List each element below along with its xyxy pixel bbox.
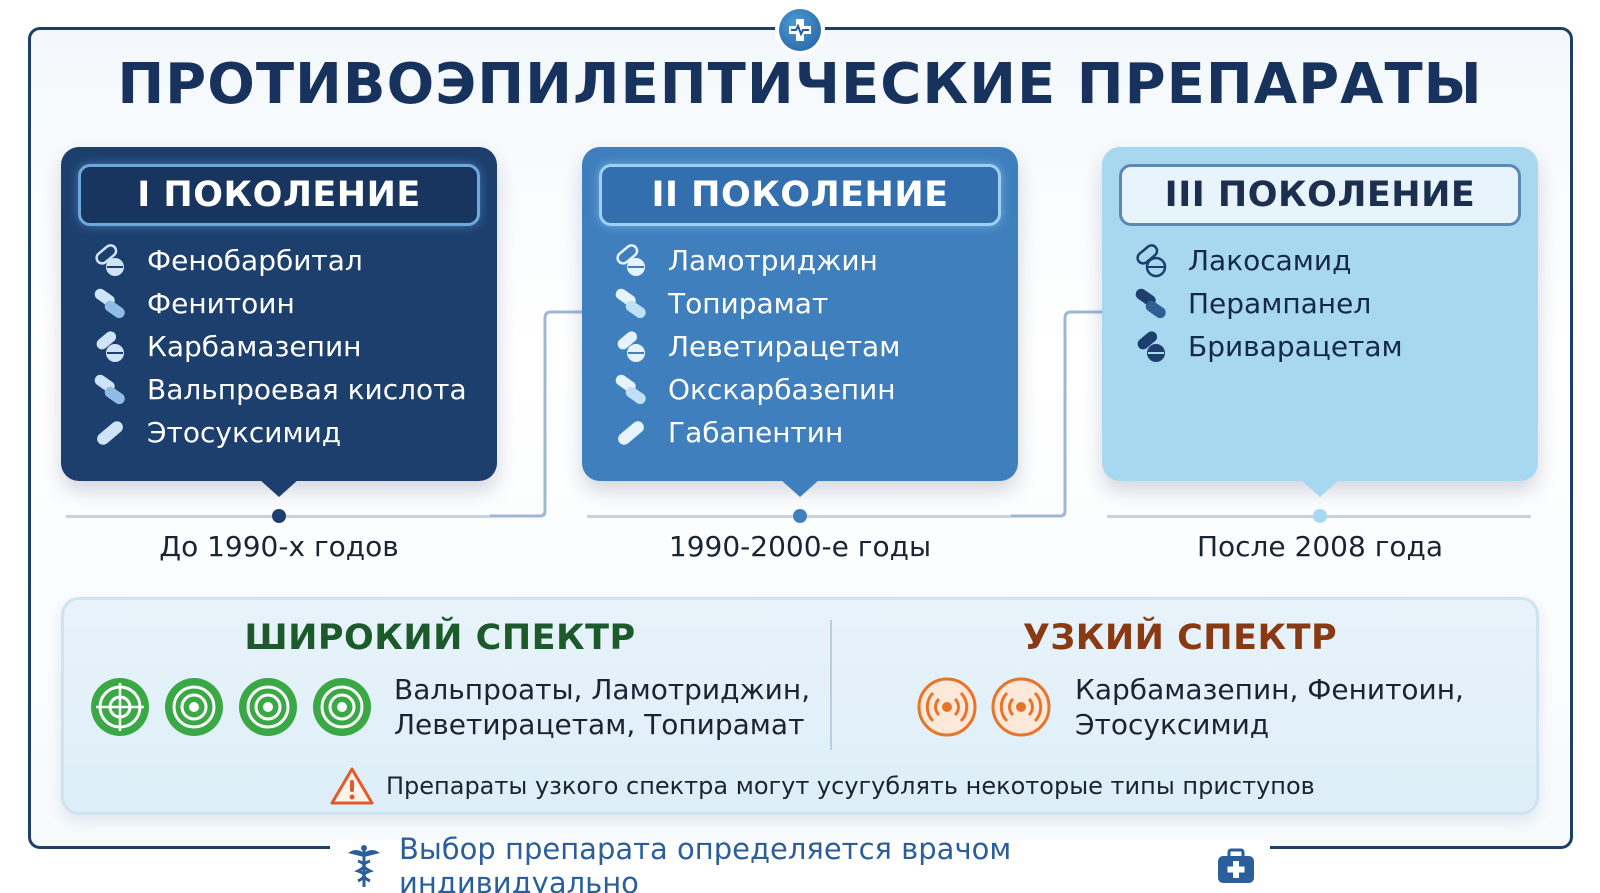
caduceus-icon xyxy=(344,842,385,890)
list-item: Лакосамид xyxy=(1132,239,1403,282)
medical-kit-icon xyxy=(1215,842,1256,890)
timeline-dot-3 xyxy=(1313,509,1327,523)
generation-3-drug-list: Лакосамид Перампанел Бриварацетам xyxy=(1132,239,1403,368)
page-title: ПРОТИВОЭПИЛЕПТИЧЕСКИЕ ПРЕПАРАТЫ xyxy=(117,52,1483,117)
generation-3-header: III ПОКОЛЕНИЕ xyxy=(1119,164,1521,226)
signal-icon xyxy=(991,677,1051,737)
narrow-spectrum-drugs: Карбамазепин, Фенитоин, Этосуксимид xyxy=(1075,672,1464,742)
footer-text: Выбор препарата определяется врачом инди… xyxy=(398,832,1012,893)
capsules-icon xyxy=(91,285,129,323)
spectrum-divider xyxy=(830,620,832,750)
drug-name: Перампанел xyxy=(1188,287,1372,320)
generation-3-card: III ПОКОЛЕНИЕ Лакосамид Перампанел Брива… xyxy=(1102,147,1538,497)
drug-name: Топирамат xyxy=(668,287,829,320)
capsules-icon xyxy=(91,371,129,409)
generation-1-header: I ПОКОЛЕНИЕ xyxy=(78,164,480,226)
target-icon xyxy=(165,678,223,736)
list-item: Леветирацетам xyxy=(612,325,900,368)
generation-2-drug-list: Ламотриджин Топирамат Леветирацетам Окск… xyxy=(612,239,900,454)
capsules-icon xyxy=(1132,285,1170,323)
broad-spectrum-title: ШИРОКИЙ СПЕКТР xyxy=(244,618,636,658)
drug-name: Леветирацетам xyxy=(668,330,901,363)
card-pointer xyxy=(1300,479,1340,497)
broad-spectrum-icons xyxy=(90,677,372,737)
timeline-dot-1 xyxy=(272,509,286,523)
drug-name: Вальпроевая кислота xyxy=(147,373,467,406)
capsule-tablet-icon xyxy=(91,242,129,280)
card-pointer xyxy=(780,479,820,497)
list-item: Этосуксимид xyxy=(91,411,467,454)
target-icon xyxy=(313,678,371,736)
capsule-tablet-icon xyxy=(1132,328,1170,366)
list-item: Фенитоин xyxy=(91,282,467,325)
list-item: Карбамазепин xyxy=(91,325,467,368)
generation-1-drug-list: Фенобарбитал Фенитоин Карбамазепин Вальп… xyxy=(91,239,467,454)
capsule-icon xyxy=(612,414,650,452)
drug-name: Габапентин xyxy=(668,416,844,449)
list-item: Фенобарбитал xyxy=(91,239,467,282)
drug-name: Фенобарбитал xyxy=(147,244,363,277)
drug-name: Этосуксимид xyxy=(147,416,342,449)
generation-1-card: I ПОКОЛЕНИЕ Фенобарбитал Фенитоин Карбам… xyxy=(61,147,497,497)
card-pointer xyxy=(259,479,299,497)
signal-icon xyxy=(917,677,977,737)
capsule-tablet-icon xyxy=(91,328,129,366)
capsules-icon xyxy=(612,285,650,323)
era-label-2: 1990-2000-е годы xyxy=(668,530,932,563)
narrow-spectrum-icons xyxy=(917,677,1051,737)
narrow-spectrum-title: УЗКИЙ СПЕКТР xyxy=(1022,618,1338,658)
warning-icon xyxy=(330,767,374,805)
capsule-tablet-icon xyxy=(612,242,650,280)
warning-text: Препараты узкого спектра могут усугублят… xyxy=(386,772,1315,800)
capsules-icon xyxy=(612,371,650,409)
era-label-1: До 1990-х годов xyxy=(159,530,399,563)
capsule-tablet-icon xyxy=(1132,242,1170,280)
drug-name: Ламотриджин xyxy=(668,244,878,277)
list-item: Перампанел xyxy=(1132,282,1403,325)
list-item: Габапентин xyxy=(612,411,900,454)
target-icon xyxy=(91,678,149,736)
generation-2-card: II ПОКОЛЕНИЕ Ламотриджин Топирамат Левет… xyxy=(582,147,1018,497)
spectrum-panel xyxy=(61,597,1539,815)
drug-name: Лакосамид xyxy=(1188,244,1352,277)
list-item: Окскарбазепин xyxy=(612,368,900,411)
timeline-dot-2 xyxy=(793,509,807,523)
medical-cross-icon xyxy=(775,5,825,55)
warning-note: Препараты узкого спектра могут усугублят… xyxy=(330,766,1315,806)
broad-spectrum-line-1: Вальпроаты, Ламотриджин, xyxy=(394,673,811,706)
footer-note: Выбор препарата определяется врачом инди… xyxy=(330,832,1270,893)
drug-name: Окскарбазепин xyxy=(668,373,896,406)
drug-name: Бриварацетам xyxy=(1188,330,1403,363)
list-item: Бриварацетам xyxy=(1132,325,1403,368)
narrow-spectrum-line-2: Этосуксимид xyxy=(1075,708,1270,741)
broad-spectrum-drugs: Вальпроаты, Ламотриджин, Леветирацетам, … xyxy=(394,672,810,742)
target-icon xyxy=(239,678,297,736)
generation-2-header: II ПОКОЛЕНИЕ xyxy=(599,164,1001,226)
capsule-icon xyxy=(91,414,129,452)
list-item: Ламотриджин xyxy=(612,239,900,282)
list-item: Вальпроевая кислота xyxy=(91,368,467,411)
broad-spectrum-line-2: Леветирацетам, Топирамат xyxy=(394,708,805,741)
drug-name: Карбамазепин xyxy=(147,330,362,363)
era-label-3: После 2008 года xyxy=(1196,530,1444,563)
capsule-tablet-icon xyxy=(612,328,650,366)
narrow-spectrum-line-1: Карбамазепин, Фенитоин, xyxy=(1075,673,1464,706)
list-item: Топирамат xyxy=(612,282,900,325)
drug-name: Фенитоин xyxy=(147,287,295,320)
